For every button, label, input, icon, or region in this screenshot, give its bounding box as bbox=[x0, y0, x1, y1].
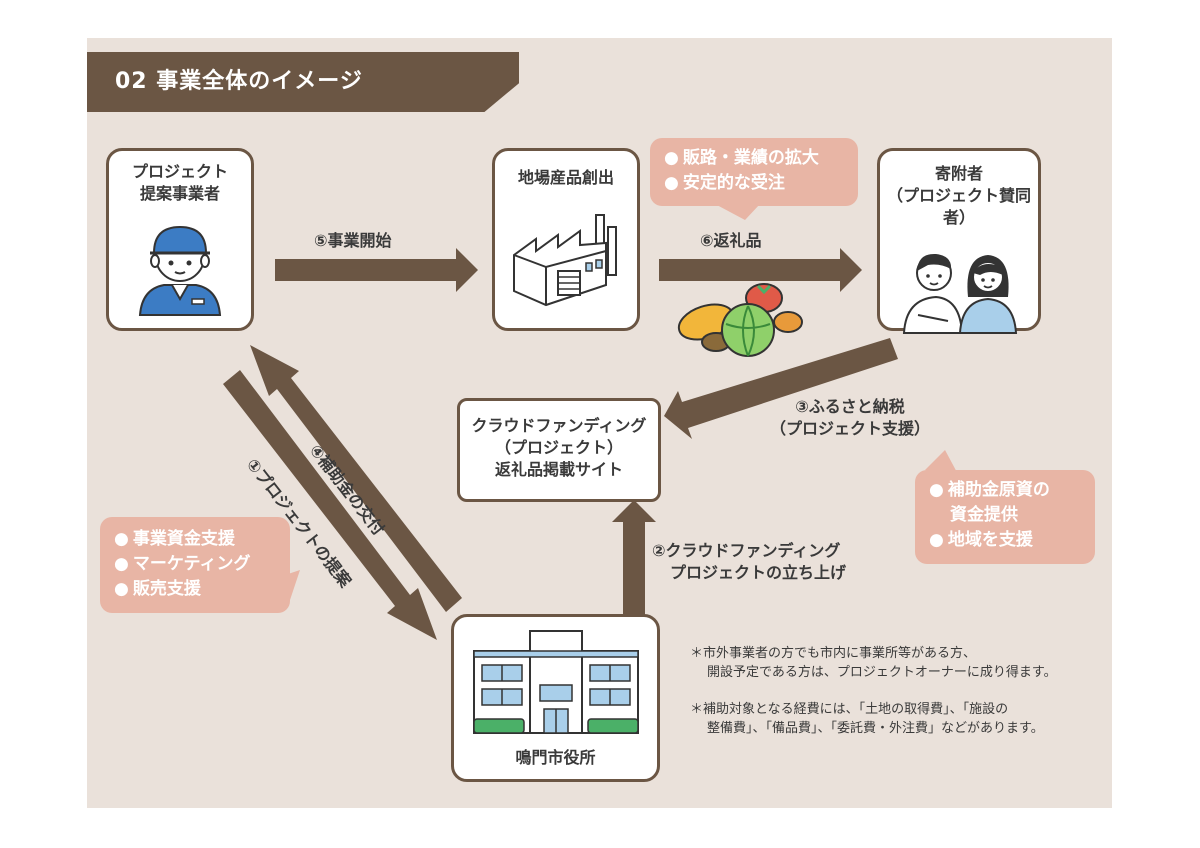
edge-label-e2: ②クラウドファンディング プロジェクトの立ち上げ bbox=[652, 540, 846, 584]
arrow-e2 bbox=[612, 500, 656, 625]
city-hall-label: 鳴門市役所 bbox=[515, 748, 596, 767]
edge-label-e3-line2: （プロジェクト支援） bbox=[770, 419, 931, 438]
arrow-e6 bbox=[659, 248, 862, 292]
donor-label-line1: 寄附者 bbox=[934, 164, 983, 183]
callout-business-item-1: 事業資金支援 bbox=[114, 527, 276, 552]
crowdfunding-label-line1: クラウドファンディング bbox=[471, 416, 647, 435]
callout-subsidy-item-1: 補助金原資の bbox=[929, 478, 1081, 503]
callout-sales-item-1: 販路・業績の拡大 bbox=[664, 146, 844, 171]
proposer-label-line2: 提案事業者 bbox=[139, 184, 220, 203]
proposer-label-line1: プロジェクト bbox=[131, 162, 228, 181]
callout-tail-sales bbox=[715, 204, 760, 220]
callout-sales: 販路・業績の拡大 安定的な受注 bbox=[650, 138, 858, 206]
callout-business-item-2: マーケティング bbox=[114, 552, 276, 577]
edge-label-e3: ③ふるさと納税 （プロジェクト支援） bbox=[770, 396, 930, 440]
callout-business-item-3: 販売支援 bbox=[114, 577, 276, 602]
edge-label-e2-line2: プロジェクトの立ち上げ bbox=[670, 563, 847, 582]
node-local-product: 地場産品創出 bbox=[492, 148, 640, 331]
note-1-line1: ＊市外事業者の方でも市内に事業所等がある方、 bbox=[690, 646, 977, 661]
donor-label-line2: （プロジェクト賛同者） bbox=[886, 186, 1031, 227]
edge-label-e2-line1: ②クラウドファンディング bbox=[652, 541, 841, 560]
edge-label-e6: ⑥返礼品 bbox=[700, 231, 762, 250]
people-icon bbox=[902, 253, 1018, 334]
callout-subsidy-item-2: 資金提供 bbox=[950, 505, 1018, 525]
vegetables-icon bbox=[677, 283, 803, 357]
callout-subsidy: 補助金原資の 資金提供 地域を支援 bbox=[915, 470, 1095, 564]
note-2: ＊補助対象となる経費には、「土地の取得費」、「施設の 整備費」、「備品費」、「委… bbox=[690, 700, 1100, 738]
factory-icon bbox=[513, 214, 617, 307]
note-1: ＊市外事業者の方でも市内に事業所等がある方、 開設予定である方は、プロジェクトオ… bbox=[690, 644, 1100, 682]
worker-icon bbox=[138, 225, 222, 316]
arrow-e1 bbox=[223, 370, 437, 640]
crowdfunding-label-line3: 返礼品掲載サイト bbox=[494, 460, 623, 479]
node-crowdfunding-site: クラウドファンディング （プロジェクト） 返礼品掲載サイト bbox=[457, 398, 661, 502]
arrow-e4 bbox=[250, 345, 462, 612]
crowdfunding-label-line2: （プロジェクト） bbox=[494, 438, 623, 457]
arrow-e3 bbox=[664, 338, 898, 439]
callout-sales-item-2: 安定的な受注 bbox=[664, 171, 844, 196]
note-2-line1: ＊補助対象となる経費には、「土地の取得費」、「施設の bbox=[690, 702, 1009, 717]
note-1-line2: 開設予定である方は、プロジェクトオーナーに成り得ます。 bbox=[707, 665, 1057, 680]
callout-business-support: 事業資金支援 マーケティング 販売支援 bbox=[100, 517, 290, 613]
edge-label-e5: ⑤事業開始 bbox=[314, 231, 392, 250]
arrow-e5 bbox=[275, 248, 478, 292]
local-product-label: 地場産品創出 bbox=[517, 168, 614, 187]
city-hall-icon bbox=[472, 630, 639, 734]
edge-label-e3-line1: ③ふるさと納税 bbox=[795, 397, 905, 416]
section-title: 02 事業全体のイメージ bbox=[87, 52, 519, 112]
callout-subsidy-item-3: 地域を支援 bbox=[929, 528, 1081, 553]
note-2-line2: 整備費」、「備品費」、「委託費・外注費」などがあります。 bbox=[707, 721, 1044, 736]
node-donor: 寄附者 （プロジェクト賛同者） bbox=[877, 148, 1041, 334]
node-city-hall: 鳴門市役所 bbox=[451, 614, 660, 782]
node-proposer: プロジェクト 提案事業者 bbox=[106, 148, 254, 331]
